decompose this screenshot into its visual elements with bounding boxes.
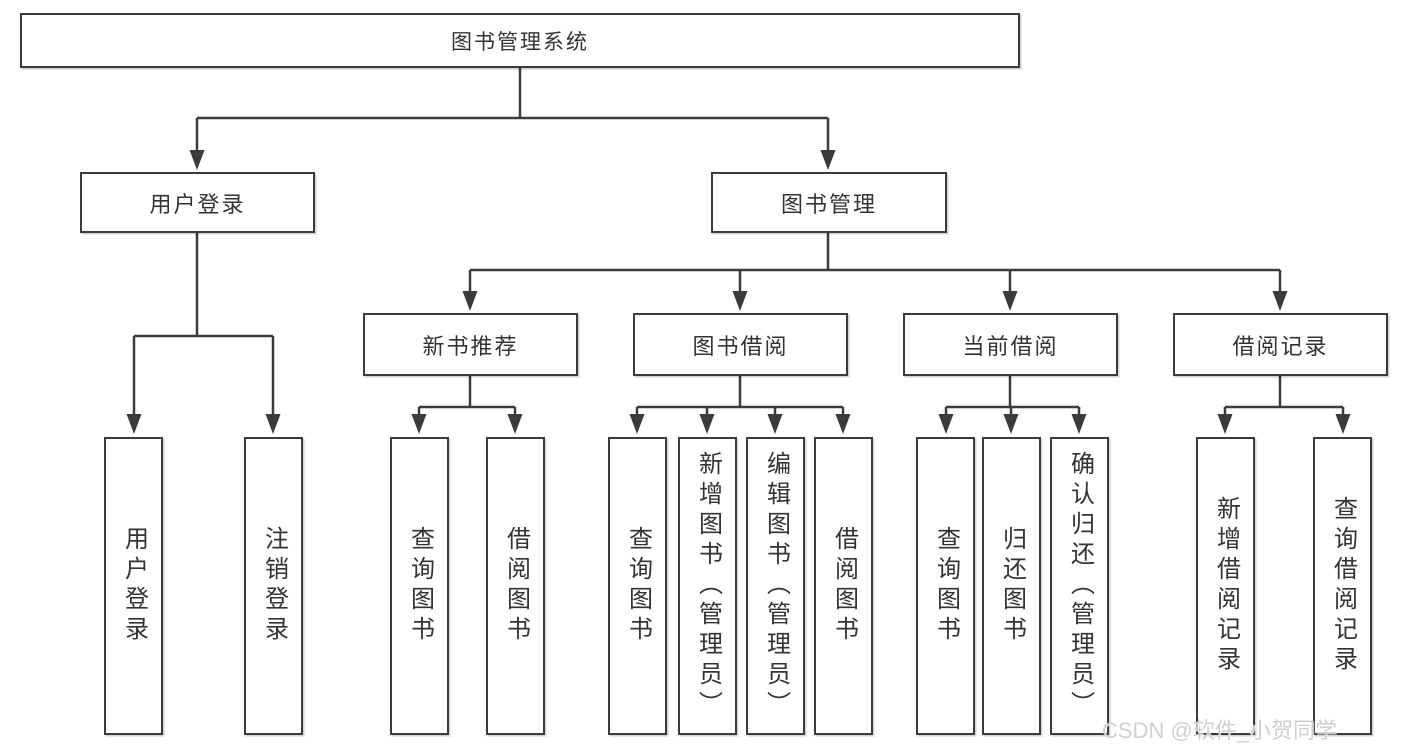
leaf-edit-books-admin: 编辑图书（管理员） (746, 437, 805, 735)
node-label: 图书借阅 (692, 333, 789, 359)
node-label: 当前借阅 (962, 333, 1059, 359)
node-label: 注销登录 (260, 526, 288, 646)
node-library-management-system: 图书管理系统 (20, 13, 1020, 68)
connector-recommend-to-leaves (417, 376, 517, 416)
node-label: 借阅图书 (502, 526, 530, 646)
connector-root-to-level2 (195, 68, 830, 152)
connector-borrowing-to-leaves (635, 376, 845, 416)
leaf-query-books-borrowing: 查询图书 (608, 437, 667, 735)
node-current-borrowing: 当前借阅 (903, 313, 1118, 376)
node-new-book-recommend: 新书推荐 (363, 313, 578, 376)
leaf-add-books-admin: 新增图书（管理员） (678, 437, 737, 735)
node-book-borrowing: 图书借阅 (633, 313, 848, 376)
node-label: 编辑图书（管理员） (762, 451, 790, 721)
leaf-user-login: 用户登录 (104, 437, 163, 735)
leaf-logout: 注销登录 (244, 437, 303, 735)
leaf-query-borrow-record: 查询借阅记录 (1313, 437, 1372, 735)
node-label: 用户登录 (120, 526, 148, 646)
connector-records-to-leaves (1223, 376, 1345, 416)
node-book-management-module: 图书管理 (711, 172, 947, 233)
node-label: 查询图书 (624, 526, 652, 646)
leaf-add-borrow-record: 新增借阅记录 (1196, 437, 1255, 735)
node-label: 查询借阅记录 (1329, 496, 1357, 676)
node-label: 借阅图书 (830, 526, 858, 646)
leaf-confirm-return-admin: 确认归还（管理员） (1050, 437, 1109, 735)
leaf-borrow-books-borrowing: 借阅图书 (814, 437, 873, 735)
node-label: 新增借阅记录 (1212, 496, 1240, 676)
node-label: 归还图书 (998, 526, 1026, 646)
node-label: 查询图书 (932, 526, 960, 646)
leaf-query-books-recommend: 查询图书 (390, 437, 449, 735)
node-label: 借阅记录 (1232, 333, 1329, 359)
node-label: 确认归还（管理员） (1066, 451, 1094, 721)
node-label: 图书管理系统 (451, 30, 589, 54)
csdn-watermark: CSDN @软件_小贺同学 (1102, 718, 1338, 743)
node-label: 新增图书（管理员） (694, 451, 722, 721)
node-label: 查询图书 (406, 526, 434, 646)
node-borrowing-records: 借阅记录 (1173, 313, 1388, 376)
leaf-query-books-current: 查询图书 (916, 437, 975, 735)
node-label: 新书推荐 (422, 333, 519, 359)
node-label: 图书管理 (780, 191, 877, 217)
leaf-return-books: 归还图书 (982, 437, 1041, 735)
node-label: 用户登录 (149, 191, 246, 217)
connector-current-to-leaves (944, 376, 1081, 416)
leaf-borrow-books-recommend: 借阅图书 (486, 437, 545, 735)
node-user-login-module: 用户登录 (80, 172, 315, 233)
connector-userlogin-to-leaves (132, 233, 275, 416)
connector-bookmgmt-to-level3 (468, 233, 1282, 293)
